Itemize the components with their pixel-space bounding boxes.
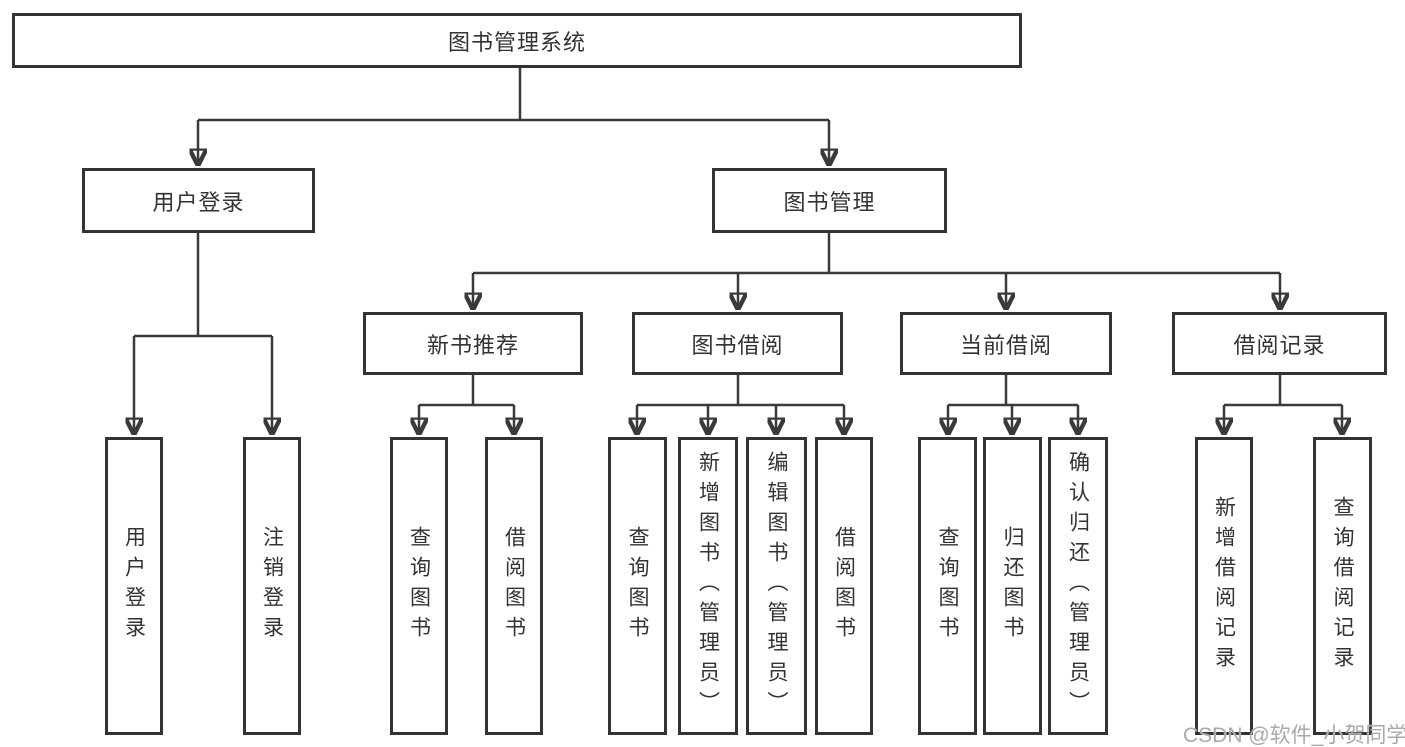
connector-book-mgmt-to-level3: [473, 233, 1280, 310]
leaf-user-login: 用户登录: [105, 437, 163, 735]
node-book-borrowing: 图书借阅: [632, 312, 843, 375]
leaf-edit-books-admin: 编辑图书（管理员）: [746, 437, 807, 735]
node-book-management: 图书管理: [712, 168, 947, 233]
leaf-add-books-admin: 新增图书（管理员）: [678, 437, 738, 735]
connector-current-borrow-children: [948, 375, 1078, 435]
leaf-recommend-borrow-books: 借阅图书: [485, 437, 543, 735]
leaf-confirm-return-admin: 确认归还（管理员）: [1048, 437, 1108, 735]
leaf-recommend-query-books: 查询图书: [390, 437, 448, 735]
node-borrowing-records: 借阅记录: [1172, 312, 1387, 375]
connector-user-login-children: [134, 233, 272, 435]
leaf-query-borrow-record: 查询借阅记录: [1313, 437, 1372, 735]
node-current-borrowing: 当前借阅: [900, 312, 1112, 375]
node-library-management-system: 图书管理系统: [12, 13, 1022, 68]
connector-new-book-children: [419, 375, 514, 435]
leaf-current-query-books: 查询图书: [918, 437, 977, 735]
connector-root-to-level2: [198, 68, 829, 166]
leaf-borrowing-borrow-books: 借阅图书: [815, 437, 873, 735]
leaf-borrowing-query-books: 查询图书: [608, 437, 667, 735]
leaf-return-books: 归还图书: [983, 437, 1042, 735]
connector-borrow-records-children: [1224, 375, 1342, 435]
leaf-add-borrow-record: 新增借阅记录: [1195, 437, 1253, 735]
connector-book-borrow-children: [637, 375, 844, 435]
csdn-watermark: CSDN @软件_小贺同学: [1183, 724, 1405, 747]
node-new-book-recommend: 新书推荐: [363, 312, 583, 375]
node-user-login: 用户登录: [82, 168, 315, 233]
leaf-logout: 注销登录: [243, 437, 301, 735]
